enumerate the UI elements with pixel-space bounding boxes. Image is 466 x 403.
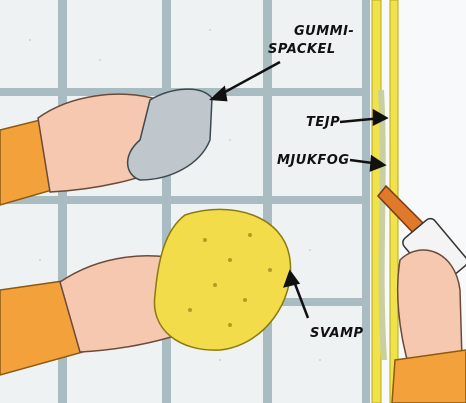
- label-svamp: SVAMP: [310, 326, 364, 341]
- label-gummispackel-line1: GUMMI-: [294, 24, 354, 39]
- label-mjukfog: MJUKFOG: [277, 153, 350, 168]
- label-tejp: TEJP: [306, 115, 340, 130]
- hand-caulk: [392, 250, 466, 403]
- label-gummispackel-line2: SPACKEL: [268, 42, 336, 57]
